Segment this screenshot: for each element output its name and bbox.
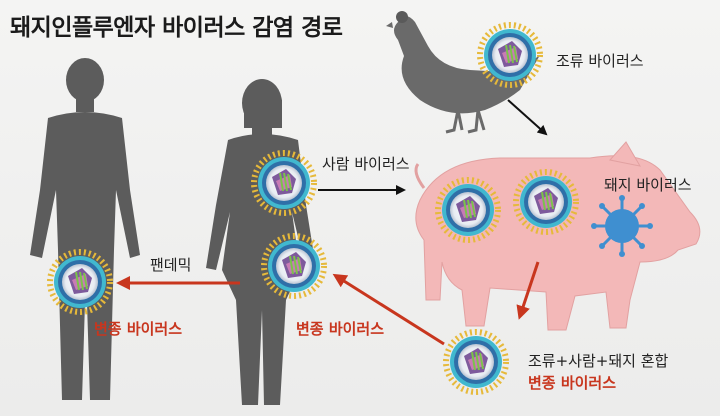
pig-silhouette: [414, 141, 701, 331]
variant-virus-label-mix: 변종 바이러스: [528, 374, 617, 392]
swine-virus-label: 돼지 바이러스: [604, 176, 692, 194]
man-silhouette: [30, 58, 140, 400]
pandemic-label: 팬데믹: [150, 256, 192, 274]
arrow-pig-to-mix: [516, 261, 540, 320]
mix-virus-icon: [446, 332, 506, 392]
arrow-mix-to-woman: [332, 273, 445, 346]
diagram-title: 돼지인플루엔자 바이러스 감염 경로: [10, 15, 343, 41]
avian-virus-label: 조류 바이러스: [556, 52, 644, 70]
human-virus-label: 사람 바이러스: [322, 155, 410, 173]
variant-virus-label-left: 변종 바이러스: [94, 320, 183, 338]
arrow-chicken-to-pig: [507, 99, 548, 136]
chicken-icon: [386, 11, 540, 134]
mix-virus-label: 조류+사람+돼지 혼합: [528, 352, 669, 370]
avian-virus-icon: [480, 25, 540, 85]
swine-virus-icon: [591, 195, 653, 257]
variant-virus-label-mid: 변종 바이러스: [296, 320, 385, 338]
